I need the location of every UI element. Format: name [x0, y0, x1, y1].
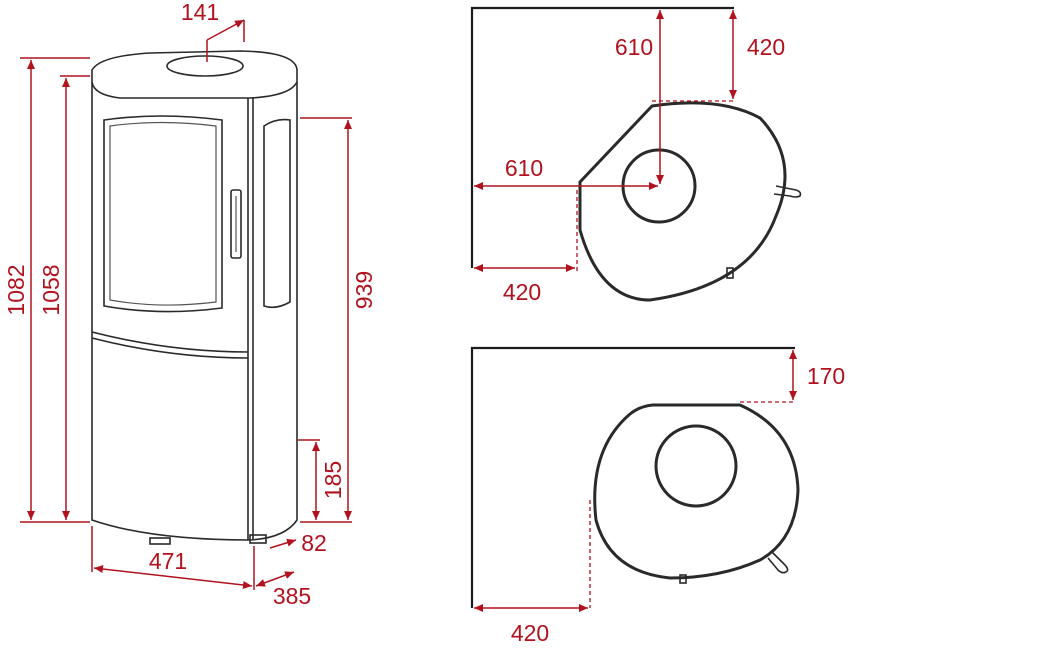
dim-flue-h: 610 [505, 155, 543, 181]
door-handle [230, 189, 242, 259]
stove-body [91, 82, 298, 541]
dim-side-window-height: 939 [351, 271, 377, 309]
foot-2 [249, 534, 267, 544]
side-window [263, 118, 291, 309]
foot-wall [679, 574, 687, 584]
dim-clear-side: 420 [503, 279, 541, 305]
handle-corner [773, 185, 802, 198]
dim-flue-v: 610 [615, 34, 653, 60]
foot [149, 537, 171, 545]
dim-clear-top: 420 [747, 34, 785, 60]
foot-corner [726, 267, 734, 279]
dim-depth-line [255, 571, 295, 587]
plan-corner: 610 420 610 420 [470, 6, 802, 305]
door-glass [109, 121, 217, 306]
dim-body-height: 1058 [38, 264, 64, 315]
lower-door-line-2 [91, 337, 249, 359]
flue-outlet [166, 55, 244, 77]
wall-straight [470, 346, 795, 608]
plan-wall: 170 420 [470, 346, 845, 646]
door-window [103, 115, 223, 313]
dim-wall-side: 420 [511, 620, 549, 646]
stove-top [91, 50, 298, 99]
dim-depth: 385 [273, 583, 311, 609]
dim-wall-top: 170 [807, 363, 845, 389]
dim-total-height: 1082 [3, 264, 29, 315]
stove-plan-wall [593, 403, 800, 580]
dim-width: 471 [149, 548, 187, 574]
dim-foot-line [269, 538, 297, 549]
stove-plan-corner [578, 101, 787, 302]
dim-flue-offset-arrow [206, 19, 245, 41]
handle-wall [767, 551, 789, 574]
dim-flue-offset: 141 [181, 0, 219, 25]
wall-corner [470, 6, 734, 268]
flue-ring-wall [654, 424, 738, 508]
front-view: 141 1082 1058 939 185 471 385 82 [3, 0, 377, 609]
lower-door-line [91, 331, 249, 353]
dim-width-line [93, 565, 253, 589]
dim-foot-offset: 82 [301, 530, 327, 556]
dim-base-height: 185 [320, 461, 346, 499]
